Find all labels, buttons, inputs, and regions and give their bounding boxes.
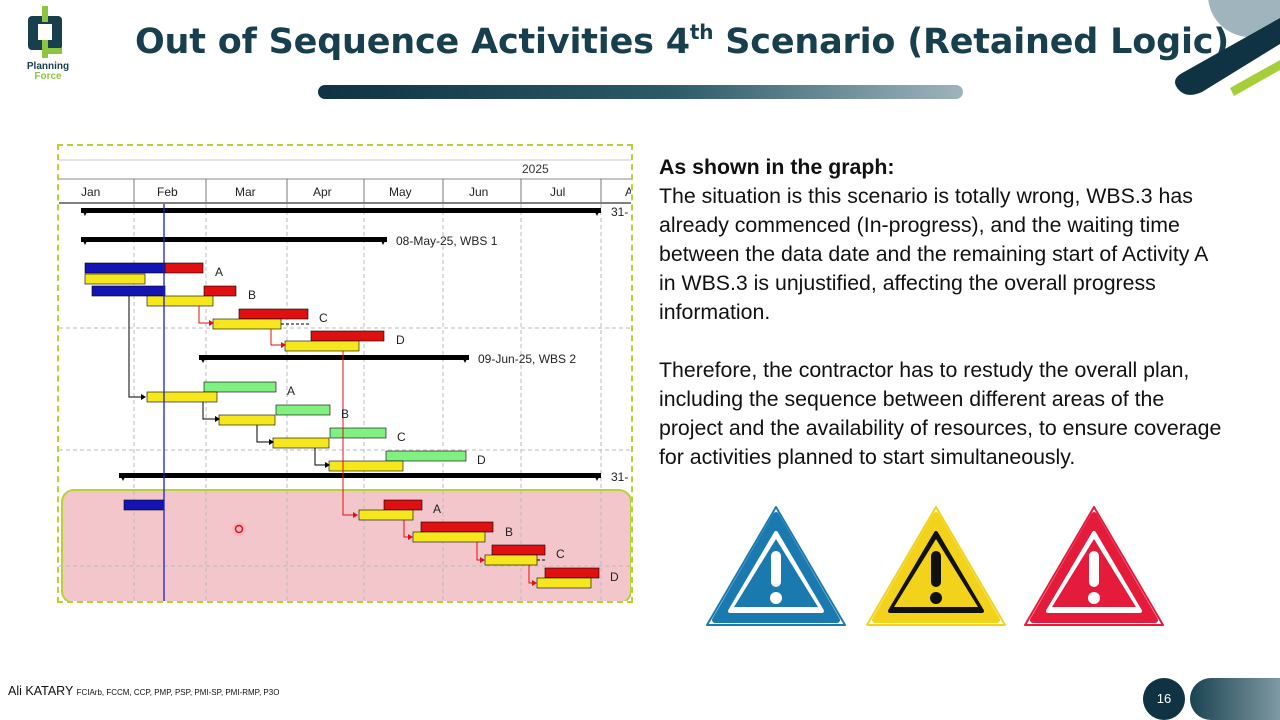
- wbs2-activity-a-label: A: [287, 384, 295, 398]
- gantt-month-mar: Mar: [235, 185, 256, 199]
- wbs3-summary-bar: [119, 473, 601, 478]
- gantt-month-jun: Jun: [469, 185, 488, 199]
- wbs2-activity-b-label: B: [341, 407, 349, 421]
- wbs3-activity-a-label: A: [433, 502, 441, 516]
- wbs3-actual-bar: [123, 499, 165, 511]
- author-credentials: FCIArb, FCCM, CCP, PMP, PSP, PMI-SP, PMI…: [76, 688, 280, 697]
- wbs1-activity-d-label: D: [396, 333, 405, 347]
- wbs1-finish-label: 08-May-25, WBS 1: [396, 234, 498, 248]
- wbs1-activity-a-label: A: [215, 265, 223, 279]
- planning-force-logo: [28, 6, 62, 58]
- explanation-text: As shown in the graph: The situation is …: [659, 153, 1229, 472]
- project-summary-bar: [81, 208, 601, 213]
- author-credit: Ali KATARY FCIArb, FCCM, CCP, PMP, PSP, …: [8, 684, 279, 698]
- title-main: Out of Sequence Activities 4: [135, 22, 690, 62]
- page-title: Out of Sequence Activities 4th Scenario …: [135, 20, 1230, 62]
- project-finish-label: 31-: [611, 205, 628, 219]
- gantt-svg: 2025 Jan Feb Mar Apr May Jun Jul A: [59, 146, 631, 601]
- explanation-paragraph-2: Therefore, the contractor has to restudy…: [659, 358, 1222, 469]
- gantt-month-jan: Jan: [81, 185, 100, 199]
- title-superscript: th: [689, 20, 714, 44]
- author-name: Ali KATARY: [8, 684, 74, 698]
- warning-icons-row: [706, 506, 1164, 626]
- warning-yellow-icon: [866, 506, 1006, 626]
- footer-decoration-bar: [1190, 678, 1280, 720]
- corner-decoration: [1175, 0, 1280, 96]
- logo-text-planning: Planning: [26, 61, 70, 72]
- gantt-month-may: May: [389, 185, 412, 199]
- gantt-year-label: 2025: [522, 162, 549, 176]
- wbs3-activity-b-label: B: [505, 525, 513, 539]
- title-rest: Scenario (Retained Logic): [713, 22, 1230, 62]
- warning-red-icon: [1024, 506, 1164, 626]
- explanation-heading: As shown in the graph:: [659, 155, 895, 179]
- warning-blue-icon: [706, 506, 846, 626]
- explanation-paragraph-1: The situation is this scenario is totall…: [659, 184, 1208, 324]
- wbs2-activity-c-label: C: [397, 430, 406, 444]
- wbs2-summary-bar: [199, 355, 469, 360]
- logo-text-force: Force: [34, 71, 62, 82]
- wbs3-activity-c-label: C: [556, 547, 565, 561]
- wbs2-activity-d-label: D: [477, 453, 486, 467]
- gantt-month-apr: Apr: [313, 185, 332, 199]
- gantt-month-jul: Jul: [550, 185, 565, 199]
- wbs3-finish-label: 31-: [611, 470, 628, 484]
- gantt-month-aug: A: [625, 185, 631, 199]
- wbs1-activity-c-label: C: [319, 311, 328, 325]
- gantt-month-feb: Feb: [157, 185, 178, 199]
- wbs3-highlight-region: [61, 489, 631, 601]
- gantt-chart: 2025 Jan Feb Mar Apr May Jun Jul A: [57, 144, 633, 603]
- wbs2-finish-label: 09-Jun-25, WBS 2: [478, 352, 576, 366]
- page-number: 16: [1143, 678, 1185, 720]
- wbs3-activity-d-label: D: [610, 570, 619, 584]
- wbs1-summary-bar: [81, 237, 387, 242]
- cursor-indicator: [234, 524, 244, 534]
- title-underline-bar: [318, 85, 963, 99]
- wbs1-activity-b-label: B: [248, 288, 256, 302]
- logo-text: Planning Force: [20, 62, 76, 82]
